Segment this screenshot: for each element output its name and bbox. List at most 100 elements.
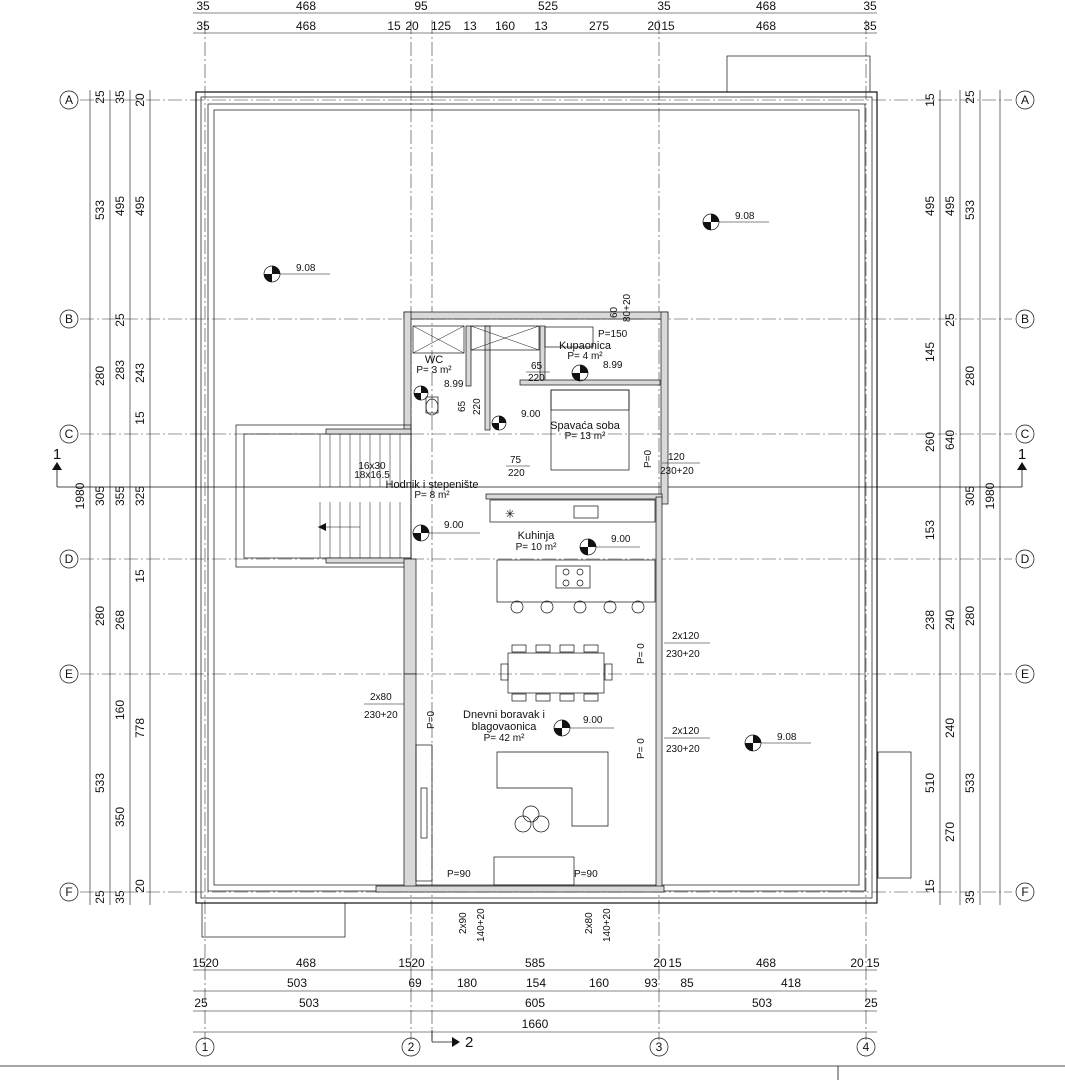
right-dimensions: 1980 533 280 305 280 533 15 495 145 640 …	[923, 90, 997, 904]
dim: 418	[781, 976, 801, 990]
dim: 25	[93, 890, 107, 904]
room-name-wc: WC	[425, 354, 443, 366]
grid-label-4: 4	[863, 1040, 870, 1054]
dim: 533	[963, 200, 977, 220]
room-labels: WC P= 3 m² Kupaonica P= 4 m² Spavaća sob…	[354, 340, 621, 744]
dim: 95	[414, 0, 428, 13]
dim: 35	[196, 19, 210, 33]
grid-row-markers-left: A B C D E F	[59, 90, 79, 902]
bath-window-w: 60	[609, 306, 620, 318]
top-dimensions-row1: 35 468 95 525 35 468 35	[196, 0, 877, 13]
level-roof-right-top: 9.08	[735, 211, 755, 222]
level-bath: 8.99	[603, 360, 623, 371]
bath-door-w: 65	[531, 361, 543, 372]
grid-label-1: 1	[202, 1040, 209, 1054]
dim: 270	[943, 822, 957, 842]
dim: 20	[133, 93, 147, 107]
bottom-dimensions-row2: 503 69 180 154 160 93 85 418	[287, 976, 801, 990]
room-name-bath: Kupaonica	[559, 340, 612, 352]
living-window1-w: 2x120	[672, 631, 700, 642]
dim: 69	[408, 976, 422, 990]
level-marker-icon	[579, 538, 640, 556]
room-area-hall: P= 8 m²	[414, 490, 450, 501]
bottom-window2-w: 2x80	[584, 912, 595, 934]
bed-window-sill: P=0	[643, 449, 654, 468]
room-area-wc: P= 3 m²	[416, 365, 452, 376]
dim: 468	[756, 0, 776, 13]
dim: 503	[287, 976, 307, 990]
dim: 35	[863, 0, 877, 13]
dim: 15	[923, 93, 937, 107]
bottom-window2-sill: P=90	[574, 869, 598, 880]
section-marker-2: 2	[431, 1030, 473, 1051]
level-markers	[263, 213, 811, 752]
level-marker-icon	[553, 719, 614, 737]
dim: 468	[296, 19, 316, 33]
dim: 605	[525, 996, 545, 1010]
dim: 533	[93, 200, 107, 220]
dim: 125	[431, 19, 451, 33]
grid-label-b-left: B	[65, 312, 73, 326]
dim: 495	[113, 196, 127, 216]
bottom-dimensions-row4: 1660	[522, 1017, 549, 1031]
dim: 495	[923, 196, 937, 216]
dim: 350	[113, 807, 127, 827]
dim: 260	[923, 432, 937, 452]
bed-door-w: 75	[510, 455, 522, 466]
section-2-label: 2	[465, 1034, 473, 1051]
dim: 25	[194, 996, 208, 1010]
roof-outline	[195, 55, 912, 938]
dim: 25	[93, 90, 107, 104]
dim: 468	[296, 0, 316, 13]
dim: 13	[463, 19, 477, 33]
dim: 145	[923, 342, 937, 362]
dim: 533	[93, 773, 107, 793]
room-area-living: P= 42 m²	[484, 733, 526, 744]
bath-sill: P=150	[598, 329, 628, 340]
bottom-dimensions-row3: 25 503 605 503 25	[194, 996, 878, 1010]
dim: 85	[680, 976, 694, 990]
dim: 305	[963, 486, 977, 506]
level-roof-left: 9.08	[296, 263, 316, 274]
dim: 280	[963, 366, 977, 386]
level-marker-icon	[263, 265, 330, 283]
dim: 154	[526, 976, 546, 990]
living-window2-sill: P= 0	[636, 738, 647, 759]
dim: 20	[411, 956, 425, 970]
room-area-kitchen: P= 10 m²	[516, 542, 558, 553]
dim: 468	[756, 19, 776, 33]
room-name-hall: Hodnik i stepenište	[386, 479, 479, 491]
grid-row-markers-right: A B C D E F	[1015, 90, 1035, 902]
level-marker-icon	[412, 524, 480, 542]
bed-door-h: 220	[508, 468, 525, 479]
dim: 585	[525, 956, 545, 970]
level-hall: 9.00	[444, 520, 464, 531]
interior-walls: ✳	[235, 311, 669, 893]
living-window2-h: 230+20	[666, 744, 700, 755]
grid-label-f-right: F	[1021, 885, 1028, 899]
dim: 35	[963, 890, 977, 904]
stair-label-1: 16x30	[358, 461, 386, 472]
dim: 20	[205, 956, 219, 970]
room-name-living-2: blagovaonica	[472, 721, 538, 733]
dim: 275	[589, 19, 609, 33]
dim: 238	[923, 610, 937, 630]
stair-label-2: 18x16.5	[354, 470, 390, 481]
dim: 35	[113, 90, 127, 104]
dim: 15	[133, 411, 147, 425]
dim: 468	[756, 956, 776, 970]
dim: 20	[133, 879, 147, 893]
bottom-dimensions-row1: 15 20 468 15 20 585 20 15 468 20 15	[192, 956, 880, 970]
level-marker-icon	[491, 415, 507, 431]
dim: 15	[668, 956, 682, 970]
top-dimensions-row2: 35 468 15 20 125 13 160 13 275 20 15 468…	[196, 19, 877, 33]
grid-label-d-left: D	[65, 552, 74, 566]
dim: 503	[299, 996, 319, 1010]
dim: 25	[864, 996, 878, 1010]
dim: 15	[398, 956, 412, 970]
living-window2-w: 2x120	[672, 726, 700, 737]
bath-door-h: 220	[528, 373, 545, 384]
dim: 510	[923, 773, 937, 793]
dim: 25	[943, 313, 957, 327]
